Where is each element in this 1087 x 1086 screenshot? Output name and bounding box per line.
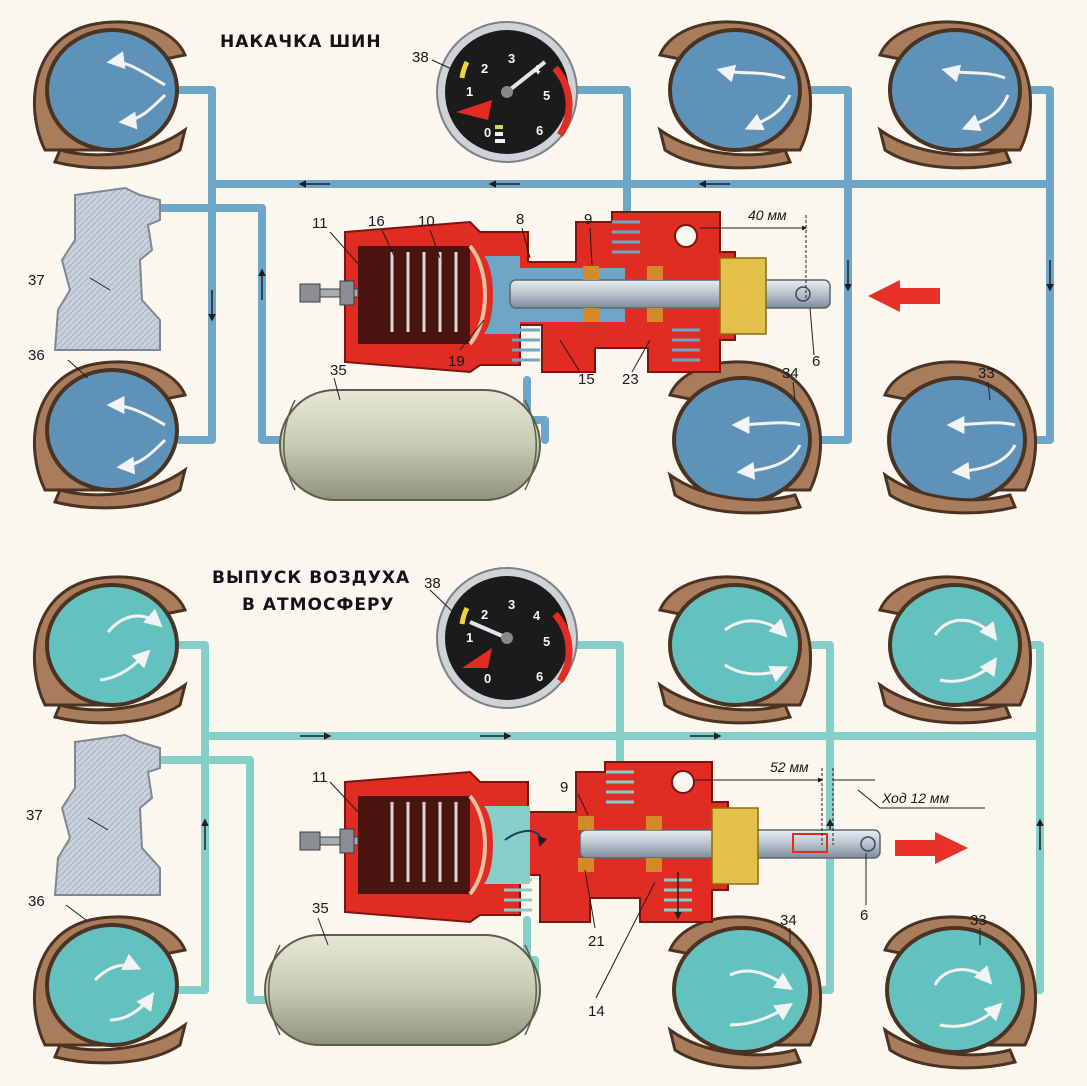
tire-rear-right-inner-deflate [667, 915, 822, 1070]
tire-rear-left [33, 360, 188, 510]
label-34-bottom: 34 [780, 912, 797, 929]
tire-rear-right-outer [882, 360, 1037, 515]
label-23-top: 23 [622, 371, 639, 388]
gauge-number-0-b: 0 [484, 671, 491, 686]
label-16-top: 16 [368, 213, 385, 230]
leader-lines-bottom [65, 589, 981, 999]
label-19-top: 19 [448, 353, 465, 370]
gauge-number-1-b: 1 [466, 630, 473, 645]
flow-arrows-inflation [208, 180, 1054, 322]
pressure-gauge [436, 21, 578, 163]
label-34-top: 34 [782, 365, 799, 382]
control-valve-deflation [299, 761, 881, 924]
dimension-label-bottom: 52 мм [770, 759, 809, 775]
pressure-gauge-deflate [436, 567, 578, 709]
label-38-bottom: 38 [424, 575, 441, 592]
air-tank-deflate [264, 934, 541, 1046]
label-37-top: 37 [28, 272, 45, 289]
label-33-bottom: 33 [970, 912, 987, 929]
compressor [53, 186, 161, 351]
air-tank [279, 389, 541, 501]
label-9-bottom: 9 [560, 779, 568, 796]
panel-deflation: 0 1 2 3 4 5 6 [26, 567, 1044, 1070]
label-11-bottom: 11 [312, 769, 328, 786]
gauge-number-3: 3 [508, 51, 515, 66]
label-38-top: 38 [412, 49, 429, 66]
tire-rear-left-deflate [33, 915, 188, 1065]
gauge-number-0: 0 [484, 125, 491, 140]
label-9-top: 9 [584, 211, 592, 228]
gauge-number-3-b: 3 [508, 597, 515, 612]
title-deflation-line2: В АТМОСФЕРУ [242, 595, 395, 615]
label-36-top: 36 [28, 347, 45, 364]
gauge-number-4: 4 [533, 62, 541, 77]
tire-front-left [33, 20, 188, 170]
stroke-label: Ход 12 мм [881, 790, 950, 806]
label-35-bottom: 35 [312, 900, 329, 917]
gauge-number-1: 1 [466, 84, 473, 99]
title-inflation: НАКАЧКА ШИН [220, 32, 382, 52]
label-10-top: 10 [418, 213, 435, 230]
label-14-bottom: 14 [588, 1003, 605, 1020]
label-37-bottom: 37 [26, 807, 43, 824]
push-arrow-inflate [868, 280, 940, 312]
gauge-number-5-b: 5 [543, 634, 550, 649]
label-6-bottom: 6 [860, 907, 868, 924]
dimension-40mm [700, 215, 807, 300]
label-35-top: 35 [330, 362, 347, 379]
title-deflation-line1: ВЫПУСК ВОЗДУХА [212, 568, 410, 588]
leader-lines-top [67, 59, 991, 401]
tire-front-right-inner-deflate [657, 575, 812, 725]
label-8-top: 8 [516, 211, 524, 228]
label-15-top: 15 [578, 371, 595, 388]
label-6-top: 6 [812, 353, 820, 370]
dimension-label-top: 40 мм [748, 207, 787, 223]
label-36-bottom: 36 [28, 893, 45, 910]
tire-front-right-inner [657, 20, 812, 170]
gauge-number-6: 6 [536, 123, 543, 138]
label-21-bottom: 21 [588, 933, 605, 950]
gauge-number-2: 2 [481, 61, 488, 76]
gauge-number-2-b: 2 [481, 607, 488, 622]
gauge-numbers-bottom: 0 1 2 3 4 5 6 [466, 597, 550, 686]
tire-front-right-outer [877, 20, 1032, 170]
tire-rear-right-inner [667, 360, 822, 515]
panel-inflation: 0 1 2 3 4 5 6 [28, 20, 1054, 515]
tire-front-left-deflate [33, 575, 188, 725]
label-33-top: 33 [978, 365, 995, 382]
gauge-number-5: 5 [543, 88, 550, 103]
tire-rear-right-outer-deflate [882, 915, 1037, 1070]
dimension-52mm-and-stroke [695, 768, 985, 845]
label-11-top: 11 [312, 215, 328, 232]
compressor-deflate [53, 733, 161, 896]
gauge-number-4-b: 4 [533, 608, 541, 623]
tire-front-right-outer-deflate [877, 575, 1032, 725]
gauge-numbers-top: 0 1 2 3 4 5 6 [466, 51, 550, 140]
gauge-number-6-b: 6 [536, 669, 543, 684]
pull-arrow-deflate [895, 832, 968, 864]
control-valve-inflation [299, 211, 831, 374]
